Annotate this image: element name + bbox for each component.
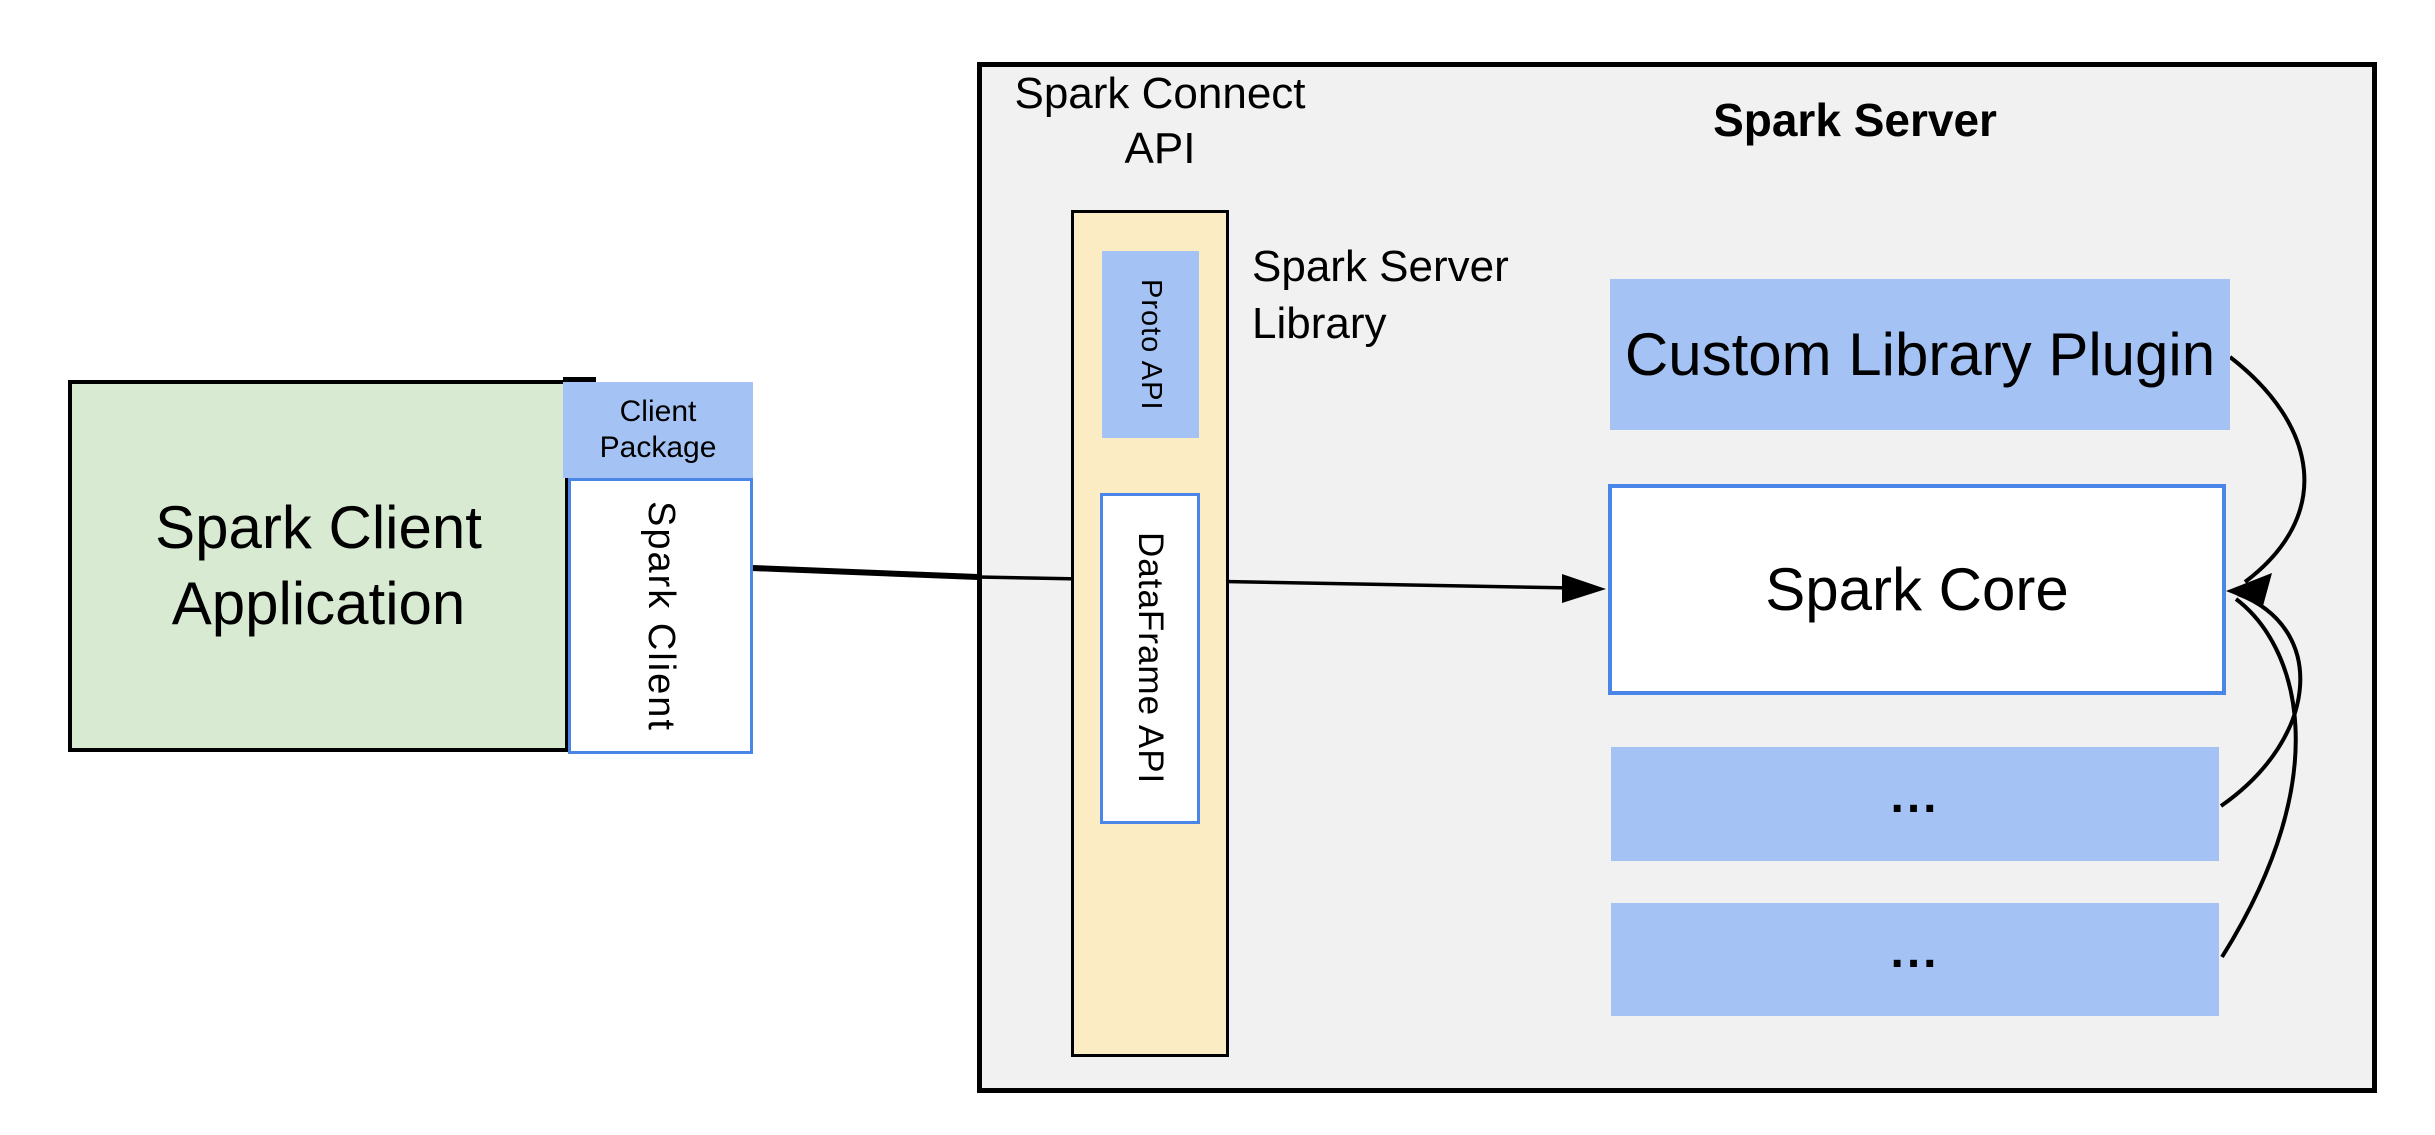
spark-core-label: Spark Core bbox=[1765, 556, 2069, 623]
ellipsis-label-1: ... bbox=[1890, 769, 1940, 823]
spark-core-box: Spark Core bbox=[1608, 484, 2226, 695]
server-extension-box-1: ... bbox=[1611, 747, 2219, 861]
spark-server-library-label: Spark Server Library bbox=[1252, 242, 1509, 348]
spark-client-box: Spark Client bbox=[568, 478, 753, 754]
spark-server-title: Spark Server bbox=[1713, 94, 1997, 146]
custom-library-plugin-label: Custom Library Plugin bbox=[1624, 321, 2216, 388]
proto-api-label: Proto API bbox=[1135, 278, 1167, 411]
proto-api-box: Proto API bbox=[1102, 251, 1199, 438]
spark-client-label: Spark Client bbox=[640, 500, 682, 732]
spark-client-application-label: Spark Client Application bbox=[155, 494, 482, 637]
client-package-label: Client Package bbox=[599, 395, 717, 464]
green-box-border-nub bbox=[563, 377, 596, 382]
custom-library-plugin-box: Custom Library Plugin bbox=[1610, 279, 2230, 430]
client-package-box: Client Package bbox=[563, 382, 753, 478]
client-to-server-line-segment bbox=[751, 565, 979, 580]
server-extension-box-2: ... bbox=[1611, 903, 2219, 1016]
ellipsis-label-2: ... bbox=[1890, 925, 1940, 978]
spark-connect-api-label: Spark Connect API bbox=[1014, 69, 1306, 173]
dataframe-api-box: DataFrame API bbox=[1100, 493, 1200, 824]
spark-client-application-box: Spark Client Application bbox=[68, 380, 569, 752]
dataframe-api-label: DataFrame API bbox=[1131, 532, 1170, 785]
